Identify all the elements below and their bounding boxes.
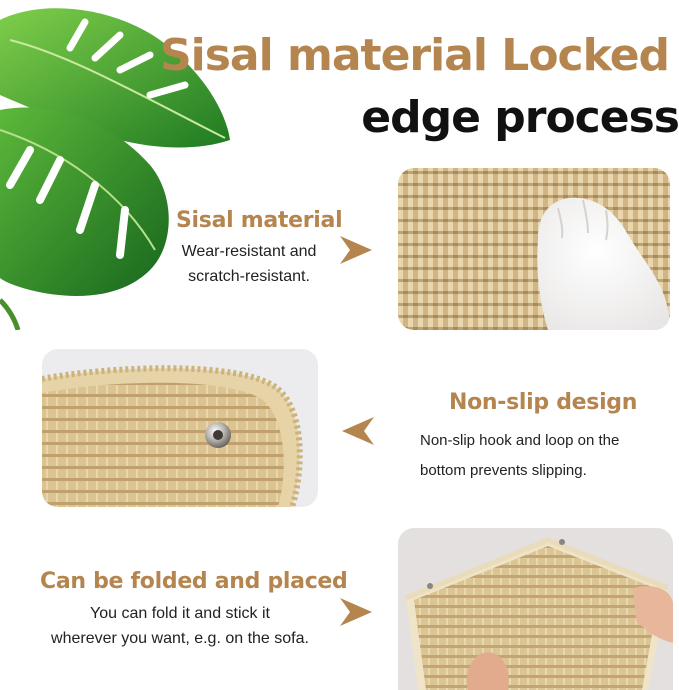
desc-line: Non-slip hook and loop on the (420, 432, 620, 449)
sisal-edge-photo (42, 349, 318, 507)
arrow-left-icon (342, 417, 374, 445)
folded-mat-photo (398, 528, 673, 690)
sisal-paw-photo (398, 168, 670, 330)
desc-line: Wear-resistant and (181, 243, 317, 260)
desc-line: bottom prevents slipping. (420, 462, 587, 479)
section-desc-nonslip: Non-slip hook and loop on the bottom pre… (420, 426, 619, 486)
section-heading-sisal: Sisal material (176, 208, 343, 233)
locked-edge-image (42, 365, 303, 507)
section-desc-folded: You can fold it and stick it wherever yo… (30, 602, 330, 652)
page-title-line1: Sisal material Locked (159, 30, 670, 81)
section-heading-folded: Can be folded and placed (40, 569, 348, 594)
arrow-right-icon (340, 236, 372, 264)
section-heading-nonslip: Non-slip design (449, 390, 638, 415)
folded-mat-image (405, 537, 673, 690)
cat-paw-image (537, 197, 670, 330)
desc-line: wherever you want, e.g. on the sofa. (51, 629, 309, 647)
desc-line: You can fold it and stick it (90, 605, 270, 622)
arrow-right-icon (340, 598, 372, 626)
monstera-leaf-image (0, 8, 230, 330)
desc-line: scratch-resistant. (188, 267, 310, 285)
page-title-line2: edge process (361, 92, 679, 143)
section-desc-sisal: Wear-resistant and scratch-resistant. (0, 240, 358, 290)
